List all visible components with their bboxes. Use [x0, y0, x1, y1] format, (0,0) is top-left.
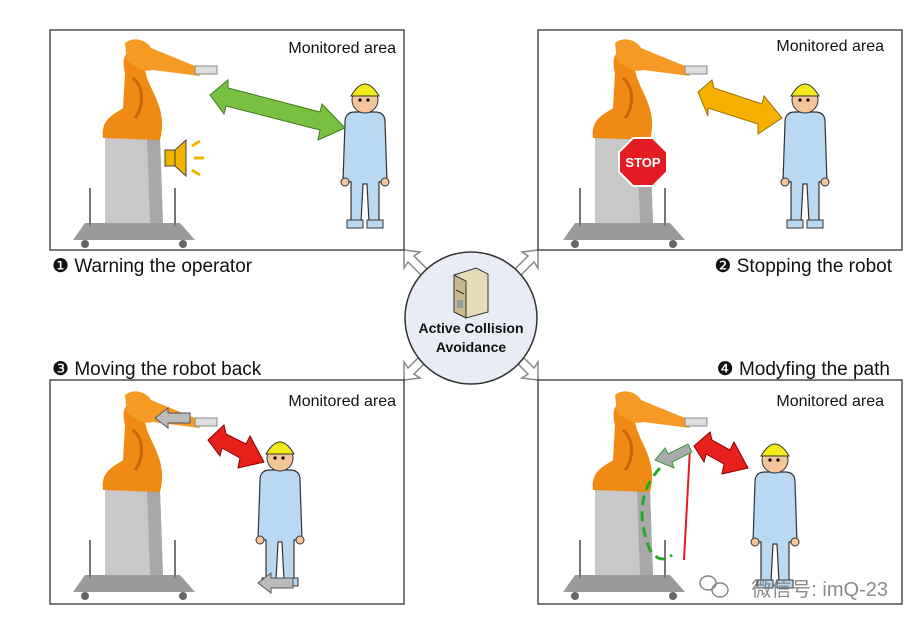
- stop-sign-icon: STOP: [618, 137, 668, 187]
- retreat-arrow: [257, 571, 294, 595]
- panel-stopping: Monitored area STOP: [537, 29, 903, 251]
- svg-text:❷ Stopping the robot: ❷ Stopping the robot: [714, 256, 892, 277]
- step-number: ❸: [52, 359, 69, 380]
- retreat-arrow: [154, 406, 191, 430]
- svg-text:❸ Moving the robot back: ❸ Moving the robot back: [52, 359, 262, 380]
- center-title-line2: Avoidance: [436, 339, 506, 355]
- monitored-area-label: Monitored area: [776, 38, 884, 55]
- caption-warning: Warning the operator: [74, 256, 252, 277]
- panel-modifying-path: Monitored area 微信号: imQ-23: [537, 379, 903, 605]
- server-icon: [453, 267, 489, 319]
- svg-text:❶ Warning the operator: ❶ Warning the operator: [52, 256, 253, 277]
- monitored-area-label: Monitored area: [776, 393, 884, 410]
- double-arrow: [207, 424, 265, 469]
- monitored-area-label: Monitored area: [288, 393, 396, 410]
- caption-stopping: Stopping the robot: [737, 256, 893, 277]
- original-path: [683, 447, 691, 561]
- speaker-icon: [164, 138, 204, 178]
- svg-text:STOP: STOP: [625, 155, 660, 170]
- double-arrow: [697, 79, 783, 135]
- step-number: ❶: [52, 256, 69, 277]
- svg-text:❹ Modyfing the path: ❹ Modyfing the path: [717, 359, 890, 380]
- watermark: 微信号: imQ-23: [751, 578, 888, 601]
- panel-warning: Monitored area: [49, 29, 405, 251]
- monitored-area-label: Monitored area: [288, 40, 396, 57]
- caption-modifying-path: Modyfing the path: [739, 359, 890, 380]
- double-arrow: [693, 431, 749, 475]
- active-collision-avoidance-hub: Active Collision Avoidance: [404, 251, 538, 385]
- center-title-line1: Active Collision: [418, 320, 523, 336]
- caption-moving-back: Moving the robot back: [74, 359, 261, 380]
- wechat-icon: [699, 575, 729, 598]
- modified-path: [640, 466, 673, 561]
- retreat-arrow: [654, 443, 693, 469]
- double-arrow: [209, 78, 346, 141]
- step-number: ❷: [714, 256, 731, 277]
- step-number: ❹: [717, 359, 734, 380]
- panel-moving-back: Monitored area: [49, 379, 405, 605]
